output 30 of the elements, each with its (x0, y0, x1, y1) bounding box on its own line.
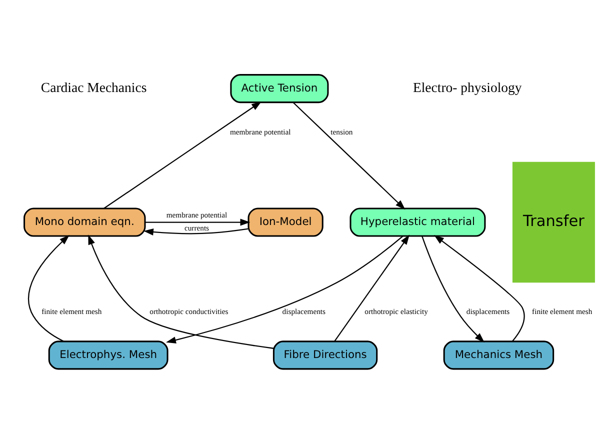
node-box: Transfer (512, 162, 595, 283)
edge-label: membrane potential (166, 210, 228, 220)
node-box: Electrophys. Mesh (48, 340, 168, 370)
edge-label: orthotropic conductivities (150, 306, 228, 316)
edge-label: displacements (466, 306, 510, 316)
arrow (292, 102, 406, 210)
label: Cardiac Mechanics (40, 80, 147, 95)
node-box: Mono domain eqn. (24, 208, 146, 237)
label: Electro- physiology (412, 80, 522, 95)
edge-label: finite element mesh (532, 306, 592, 316)
edge-label: orthotropic elasticity (364, 306, 428, 316)
arrow (145, 218, 250, 226)
edge-label: membrane potential (230, 127, 291, 136)
node-box: Fibre Directions (272, 340, 378, 370)
arrow (334, 234, 410, 342)
edge-label: tension (330, 127, 353, 136)
edge-label: finite element mesh (42, 306, 102, 316)
arrow (104, 102, 262, 209)
arrow (434, 235, 525, 342)
arrow (422, 236, 485, 343)
arrow (166, 236, 404, 344)
arrow (88, 234, 274, 349)
arrow (28, 235, 70, 342)
node-box: Hyperelastic material (350, 208, 486, 237)
arrow (143, 228, 248, 236)
edge-label: displacements (282, 306, 326, 316)
edge-label: currents (184, 224, 210, 233)
node-box: Mechanics Mesh (443, 340, 554, 370)
node-box: Ion-Model (248, 208, 324, 237)
node-box: Active Tension (230, 74, 329, 104)
